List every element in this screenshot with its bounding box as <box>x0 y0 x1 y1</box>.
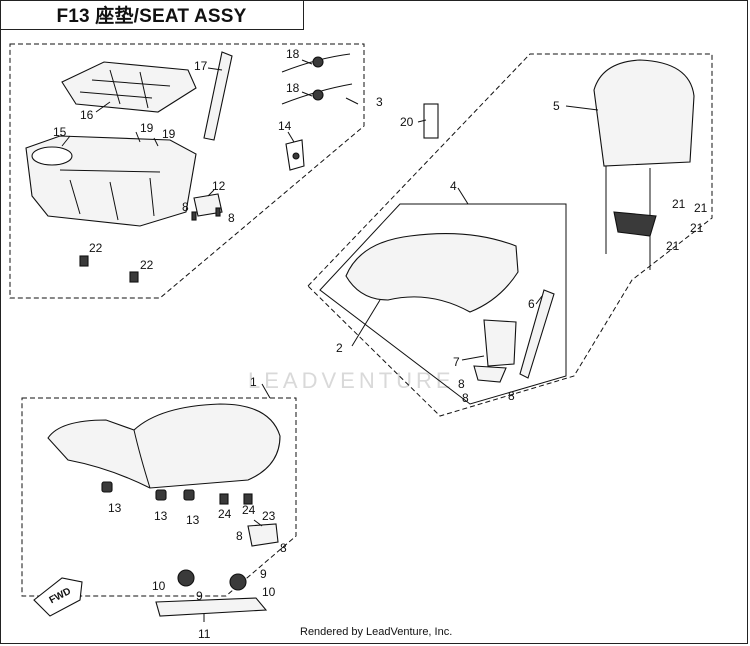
callout-8-b: 8 <box>228 211 235 225</box>
callout-7: 7 <box>453 355 460 369</box>
part-20-pin[interactable] <box>423 103 439 139</box>
callout-8-d: 8 <box>462 391 469 405</box>
part-18-cable-lower[interactable] <box>281 83 353 105</box>
fwd-arrow-icon: FWD <box>33 577 83 617</box>
part-23-latch[interactable] <box>247 523 279 547</box>
callout-10-b: 10 <box>262 585 276 599</box>
leader-lines <box>61 59 599 622</box>
callout-18-upper: 18 <box>286 47 300 61</box>
part-6-strap[interactable] <box>519 289 555 379</box>
callout-9-b: 9 <box>260 567 267 581</box>
callout-13-c: 13 <box>186 513 200 527</box>
callout-18-lower: 18 <box>286 81 300 95</box>
callout-24-b: 24 <box>242 503 256 517</box>
part-24-grommet-b[interactable] <box>243 493 253 505</box>
part-7-bracket[interactable] <box>473 319 517 383</box>
callout-22-b: 22 <box>140 258 154 272</box>
part-2-passenger-seat[interactable] <box>345 233 519 313</box>
callout-21-a: 21 <box>672 197 686 211</box>
footer-credit: Rendered by LeadVenture, Inc. <box>300 626 453 638</box>
callout-9-a: 9 <box>196 589 203 603</box>
part-5-backrest[interactable] <box>593 59 695 270</box>
part-22-bolt-right[interactable] <box>129 271 139 283</box>
callout-23: 23 <box>262 509 276 523</box>
callout-21-d: 21 <box>666 239 680 253</box>
callout-10-a: 10 <box>152 579 166 593</box>
part-1-main-seat[interactable] <box>47 403 281 489</box>
callout-17: 17 <box>194 59 208 73</box>
callout-5: 5 <box>553 99 560 113</box>
part-13-bushing-b[interactable] <box>155 489 167 501</box>
callout-21-b: 21 <box>694 201 708 215</box>
part-15-storage-box[interactable] <box>25 135 197 227</box>
callout-19-a: 19 <box>140 121 154 135</box>
part-11-rail[interactable] <box>155 569 268 617</box>
title-box: F13 座垫/SEAT ASSY <box>0 0 304 30</box>
callout-8-g: 8 <box>280 541 287 555</box>
callout-13-a: 13 <box>108 501 122 515</box>
callout-2: 2 <box>336 341 343 355</box>
watermark-text: LEADVENTURE <box>248 368 455 393</box>
part-18-cable-upper[interactable] <box>281 53 351 73</box>
part-14-latch[interactable] <box>285 139 305 171</box>
part-13-bushing-c[interactable] <box>183 489 195 501</box>
callout-22-a: 22 <box>89 241 103 255</box>
callout-4: 4 <box>450 179 457 193</box>
callout-6: 6 <box>528 297 535 311</box>
part-17-strap[interactable] <box>203 51 233 141</box>
part-12-bracket[interactable] <box>191 193 223 221</box>
part-24-grommet-a[interactable] <box>219 493 229 505</box>
group-3-outline <box>9 43 365 299</box>
diagram-title: F13 座垫/SEAT ASSY <box>56 6 247 27</box>
callout-16: 16 <box>80 108 94 122</box>
callout-8-e: 8 <box>508 389 515 403</box>
part-16-rack[interactable] <box>61 61 197 113</box>
callout-14: 14 <box>278 119 292 133</box>
callout-1: 1 <box>250 375 257 389</box>
callout-8-a: 8 <box>182 200 189 214</box>
callout-11: 11 <box>198 627 211 641</box>
callout-20: 20 <box>400 115 414 129</box>
callout-8-c: 8 <box>458 377 465 391</box>
part-13-bushing-a[interactable] <box>101 481 113 493</box>
callout-8-f: 8 <box>236 529 243 543</box>
part-22-bolt-left[interactable] <box>79 255 89 267</box>
callout-12: 12 <box>212 179 226 193</box>
callout-24-a: 24 <box>218 507 232 521</box>
callout-19-b: 19 <box>162 127 176 141</box>
callout-13-b: 13 <box>154 509 168 523</box>
callout-3: 3 <box>376 95 383 109</box>
callout-labels: 16 15 17 18 18 3 14 19 19 12 8 8 22 22 2… <box>53 47 708 641</box>
group-1-outline <box>21 397 297 597</box>
callout-15: 15 <box>53 125 67 139</box>
callout-21-c: 21 <box>690 221 704 235</box>
group-2-subframe <box>319 203 567 405</box>
